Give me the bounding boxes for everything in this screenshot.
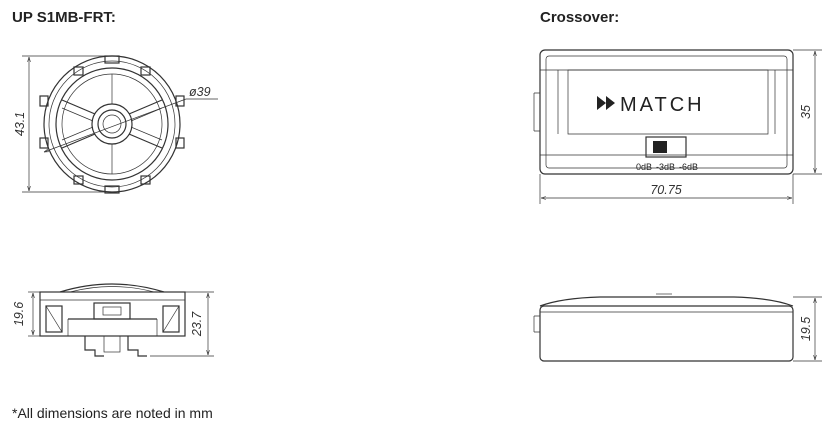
speaker-diameter-label: ø39 bbox=[189, 85, 211, 99]
switch-label-3db: -3dB bbox=[656, 162, 675, 172]
speaker-height-dimension: 43.1 bbox=[13, 55, 105, 193]
crossover-dimensions: 70.75 35 bbox=[539, 49, 822, 204]
crossover-brand: MATCH bbox=[620, 94, 705, 116]
crossover-title: Crossover: bbox=[540, 9, 620, 26]
switch-knob bbox=[653, 141, 667, 153]
crossover-width-label: 70.75 bbox=[650, 183, 681, 197]
switch-label-6db: -6dB bbox=[679, 162, 698, 172]
attenuation-switch bbox=[645, 136, 687, 158]
speaker-title: UP S1MB-FRT: bbox=[12, 9, 116, 26]
crossover-depth-dimension: 19.5 bbox=[793, 296, 822, 362]
speaker-front-view bbox=[39, 55, 185, 194]
speaker-side-view bbox=[39, 283, 186, 357]
crossover-side-view bbox=[533, 293, 794, 362]
switch-label-0db: 0dB bbox=[636, 162, 652, 172]
footnote: *All dimensions are noted in mm bbox=[12, 405, 213, 421]
crossover-top-view: MATCH 0dB -3dB -6dB bbox=[533, 49, 794, 175]
speaker-depth-dimensions: 19.6 23.7 bbox=[12, 291, 214, 357]
match-logo-icon bbox=[597, 96, 615, 110]
speaker-depth-total-label: 23.7 bbox=[190, 311, 204, 337]
speaker-diameter-dimension: ø39 bbox=[44, 85, 218, 152]
crossover-depth-label: 19.5 bbox=[799, 317, 813, 341]
speaker-height-label: 43.1 bbox=[13, 112, 27, 136]
speaker-depth-body-label: 19.6 bbox=[12, 302, 26, 326]
crossover-height-label: 35 bbox=[799, 105, 813, 119]
